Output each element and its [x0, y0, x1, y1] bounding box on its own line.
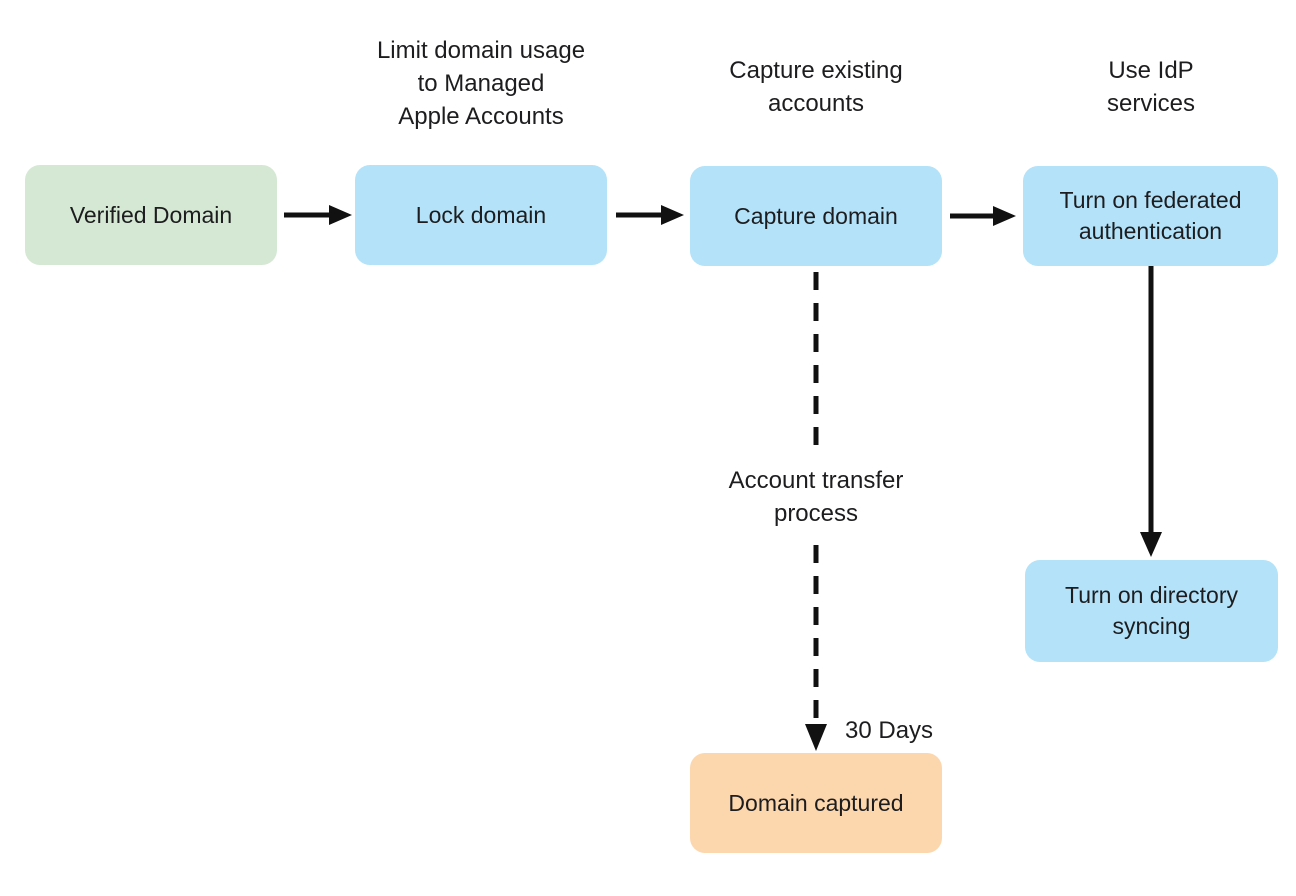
annotation-use-idp-services: Use IdP services [1106, 57, 1196, 117]
arrow-lock-to-capture-arrowhead [661, 205, 684, 225]
node-turn-on-federated-authentication: Turn on federated authentication [1023, 166, 1278, 266]
annotation-account-transfer-process: Account transfer process [728, 467, 904, 527]
arrow-verified-to-lock-arrowhead [329, 205, 352, 225]
node-domain-captured: Domain captured [690, 753, 942, 853]
node-lock-domain: Lock domain [355, 165, 607, 265]
dashed-arrow-capture-to-captured-arrowhead [805, 724, 827, 751]
annotation-limit-domain-usage: Limit domain usage to Managed Apple Acco… [376, 37, 586, 130]
annotation-30-days: 30 Days [845, 717, 934, 744]
node-turn-on-directory-syncing: Turn on directory syncing [1025, 560, 1278, 662]
node-verified-domain: Verified Domain [25, 165, 277, 265]
arrow-capture-to-federated-arrowhead [993, 206, 1016, 226]
node-capture-domain: Capture domain [690, 166, 942, 266]
arrow-federated-to-directory-arrowhead [1140, 532, 1162, 557]
annotation-capture-existing-accounts: Capture existing accounts [729, 57, 903, 117]
